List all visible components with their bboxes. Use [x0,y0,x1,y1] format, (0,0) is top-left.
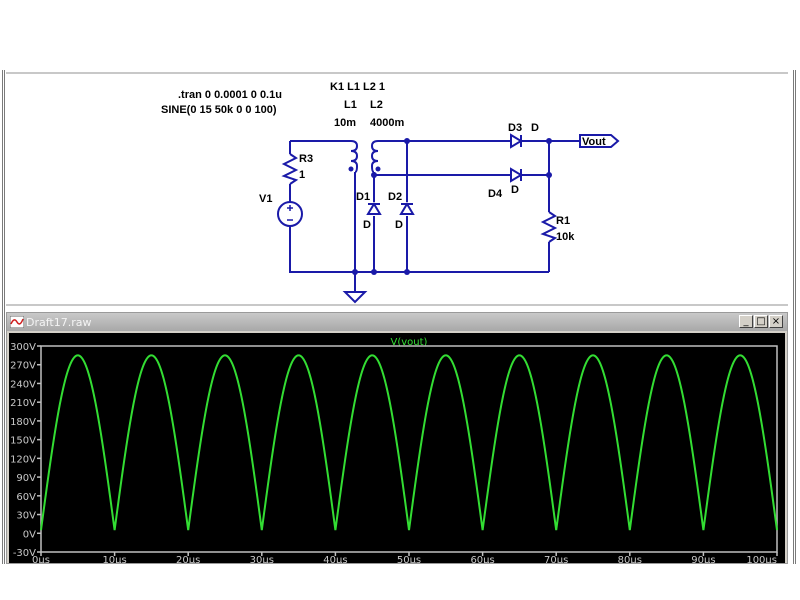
y-tick-label: 180V [10,417,36,428]
net-label-text: Vout [582,136,606,148]
d3-model: D [531,122,539,134]
schematic-editor[interactable]: Vout .tran 0 0.0001 0 0.1u SINE(0 15 50k… [6,72,788,306]
x-tick-label: 0µs [32,555,50,563]
l1-value: 10m [334,117,356,129]
junction-dot [404,269,410,275]
junction-dot [352,269,358,275]
waveform-icon [10,316,24,328]
d4-model: D [511,184,519,196]
maximize-button[interactable]: □ [754,315,768,328]
r3-name: R3 [299,153,313,165]
voltage-source-v1[interactable] [277,201,303,227]
junction-dot [546,138,552,144]
wires [289,140,580,292]
inductor-l1[interactable] [348,140,359,173]
d1-name: D1 [356,191,370,203]
y-tick-label: 300V [10,342,36,353]
y-tick-label: 240V [10,379,36,390]
diode-d1[interactable] [366,202,382,215]
y-tick-label: 60V [16,492,36,503]
x-tick-label: 40µs [323,555,347,563]
y-tick-label: 30V [16,511,36,522]
inductor-l2[interactable] [370,140,381,173]
net-label-vout[interactable]: Vout [579,134,620,148]
x-tick-label: 70µs [544,555,568,563]
diode-d4[interactable] [510,167,523,183]
plot-frame [40,345,778,553]
resistor-r1[interactable] [540,211,558,243]
diode-d2[interactable] [399,202,415,215]
y-tick-label: 0V [23,529,36,540]
y-tick-label: 90V [16,473,36,484]
waveform-window[interactable]: Draft17.raw _ □ × V(vout) 300V 270V 240V 21… [6,312,788,564]
trace-label-vout[interactable]: V(vout) [391,337,428,348]
r3-value: 1 [299,169,305,181]
v1-name: V1 [259,193,272,205]
waveform-plot[interactable]: V(vout) 300V 270V 240V 210V 180V 150V 120V 90V 6… [9,333,785,563]
y-tick-label: 270V [10,361,36,372]
junction-dot [371,172,377,178]
d3-name: D3 [508,122,522,134]
junctions [352,138,552,275]
ground-symbol[interactable] [342,291,368,304]
d2-model: D [395,219,403,231]
x-tick-label: 50µs [397,555,421,563]
schematic-canvas[interactable]: Vout .tran 0 0.0001 0 0.1u SINE(0 15 50k… [6,74,788,308]
resistor-r3[interactable] [281,153,299,185]
coupling-directive[interactable]: K1 L1 L2 1 [330,81,385,93]
minimize-button[interactable]: _ [739,315,753,328]
window-titlebar[interactable]: Draft17.raw _ □ × [7,313,787,331]
y-tick-label: 120V [10,454,36,465]
source-spec[interactable]: SINE(0 15 50k 0 0 100) [161,104,277,116]
tran-directive[interactable]: .tran 0 0.0001 0 0.1u [178,89,282,101]
x-tick-label: 90µs [691,555,715,563]
d4-name: D4 [488,188,503,200]
r1-name: R1 [556,215,570,227]
junction-dot [546,172,552,178]
r1-value: 10k [556,231,575,243]
x-tick-label: 80µs [618,555,642,563]
x-tick-label: 100µs [746,555,777,563]
x-tick-label: 60µs [470,555,494,563]
y-tick-label: 150V [10,436,36,447]
y-tick-label: 210V [10,398,36,409]
l2-value: 4000m [370,117,404,129]
close-button[interactable]: × [769,315,783,328]
diode-d3[interactable] [510,133,523,149]
application-frame [2,70,796,564]
wire [289,226,549,273]
trace-vout [40,354,778,531]
d1-model: D [363,219,371,231]
y-tick-label: -30V [13,548,36,559]
junction-dot [371,269,377,275]
window-title: Draft17.raw [26,315,92,329]
x-tick-label: 10µs [102,555,126,563]
x-tick-label: 20µs [176,555,200,563]
plot-area[interactable]: V(vout) 300V 270V 240V 210V 180V 150V 120V 90V 6… [9,333,785,563]
l1-name: L1 [344,99,357,111]
l2-name: L2 [370,99,383,111]
d2-name: D2 [388,191,402,203]
x-tick-label: 30µs [250,555,274,563]
junction-dot [404,138,410,144]
